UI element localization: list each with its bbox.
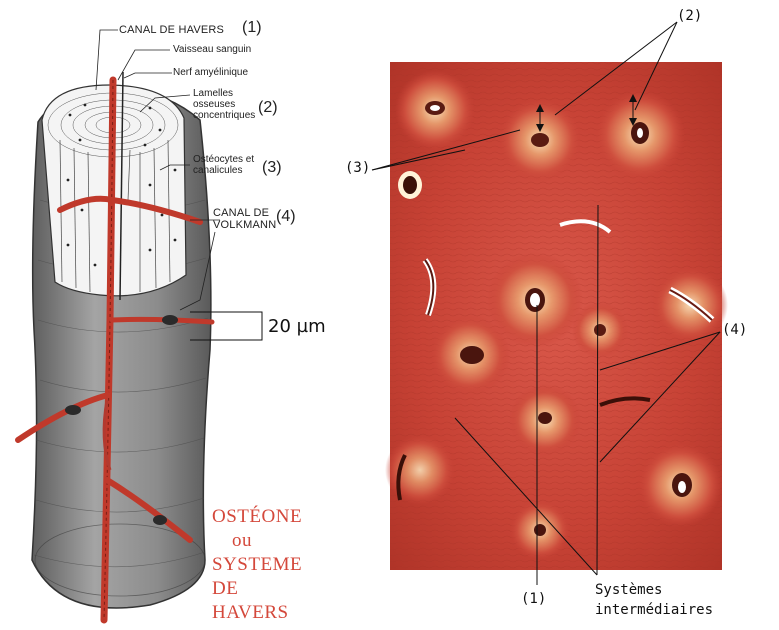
osteon-title-line-1: OSTÉONE <box>212 505 302 528</box>
micrograph-label-3: (3) <box>345 160 370 176</box>
label-canal-havers: CANAL DE HAVERS <box>119 24 224 36</box>
label-systemes-1: Systèmes <box>595 582 662 598</box>
label-volkmann-2: VOLKMANN <box>213 219 276 231</box>
label-vaisseau-sanguin: Vaisseau sanguin <box>173 44 251 55</box>
label-lamelles-1: Lamelles <box>193 88 233 99</box>
label-lamelles-2: osseuses <box>193 99 235 110</box>
osteon-title-line-2: ou <box>232 529 252 552</box>
micrograph-label-4: (4) <box>722 322 747 338</box>
label-number-1: (1) <box>242 20 262 36</box>
label-nerf-amyelinique: Nerf amyélinique <box>173 67 248 78</box>
osteon-title-line-5: HAVERS <box>212 601 289 624</box>
label-number-3: (3) <box>262 160 282 176</box>
scale-bar-label: 20 µm <box>268 316 326 337</box>
osteon-title-line-3: SYSTEME <box>212 553 302 576</box>
osteon-title-line-4: DE <box>212 577 238 600</box>
label-systemes-2: intermédiaires <box>595 602 713 618</box>
micrograph-label-1: (1) <box>521 591 546 607</box>
label-number-2: (2) <box>258 100 278 116</box>
micrograph-label-2: (2) <box>677 8 702 24</box>
label-lamelles-3: concentriques <box>193 110 255 121</box>
label-number-4: (4) <box>276 209 296 225</box>
label-osteocytes-1: Ostéocytes et <box>193 154 254 165</box>
label-volkmann-1: CANAL DE <box>213 207 269 219</box>
label-osteocytes-2: canalicules <box>193 165 242 176</box>
micrograph <box>372 22 728 585</box>
